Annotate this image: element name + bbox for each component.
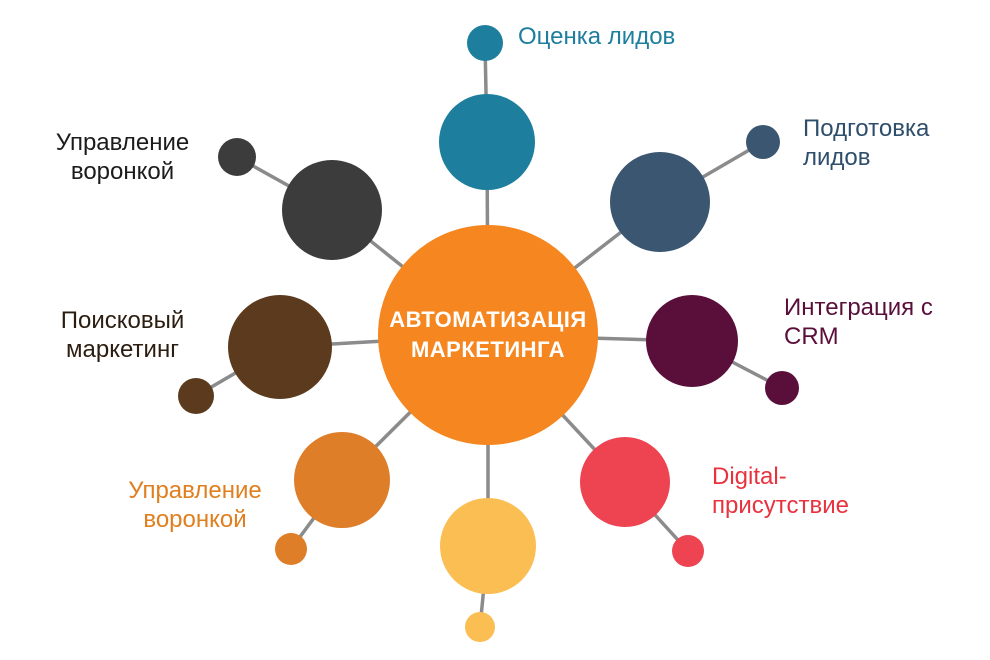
node-digital-presence-dot [672, 535, 704, 567]
label-lead-preparation: Подготовка лидов [803, 115, 930, 172]
label-search-marketing: Поисковый маркетинг [60, 307, 185, 364]
label-digital-presence: Digital-присутствие [712, 463, 849, 520]
label-funnel-management-dark: Управление воронкой [55, 129, 190, 186]
label-lead-scoring: Оценка лидов [518, 23, 676, 50]
node-funnel-management-orange-dot [275, 533, 307, 565]
node-search-marketing [228, 295, 332, 399]
node-funnel-management-orange [294, 432, 390, 528]
node-search-marketing-dot [178, 378, 214, 414]
node-lead-preparation-dot [746, 125, 780, 159]
label-crm-integration: Интеграция с CRM [784, 294, 933, 351]
node-lead-scoring-dot [467, 25, 503, 61]
node-bottom-yellow [440, 498, 536, 594]
node-crm-integration-dot [765, 371, 799, 405]
node-funnel-management-dark [282, 160, 382, 260]
node-digital-presence [580, 437, 670, 527]
hub-node: АВТОМАТИЗАЦІЯ МАРКЕТИНГА [378, 225, 598, 445]
node-bottom-yellow-dot [465, 612, 495, 642]
node-lead-preparation [610, 152, 710, 252]
hub-label: АВТОМАТИЗАЦІЯ МАРКЕТИНГА [389, 307, 587, 362]
node-lead-scoring [439, 94, 535, 190]
node-funnel-management-dark-dot [218, 138, 256, 176]
node-crm-integration [646, 295, 738, 387]
label-funnel-management-orange: Управление воронкой [128, 477, 262, 534]
